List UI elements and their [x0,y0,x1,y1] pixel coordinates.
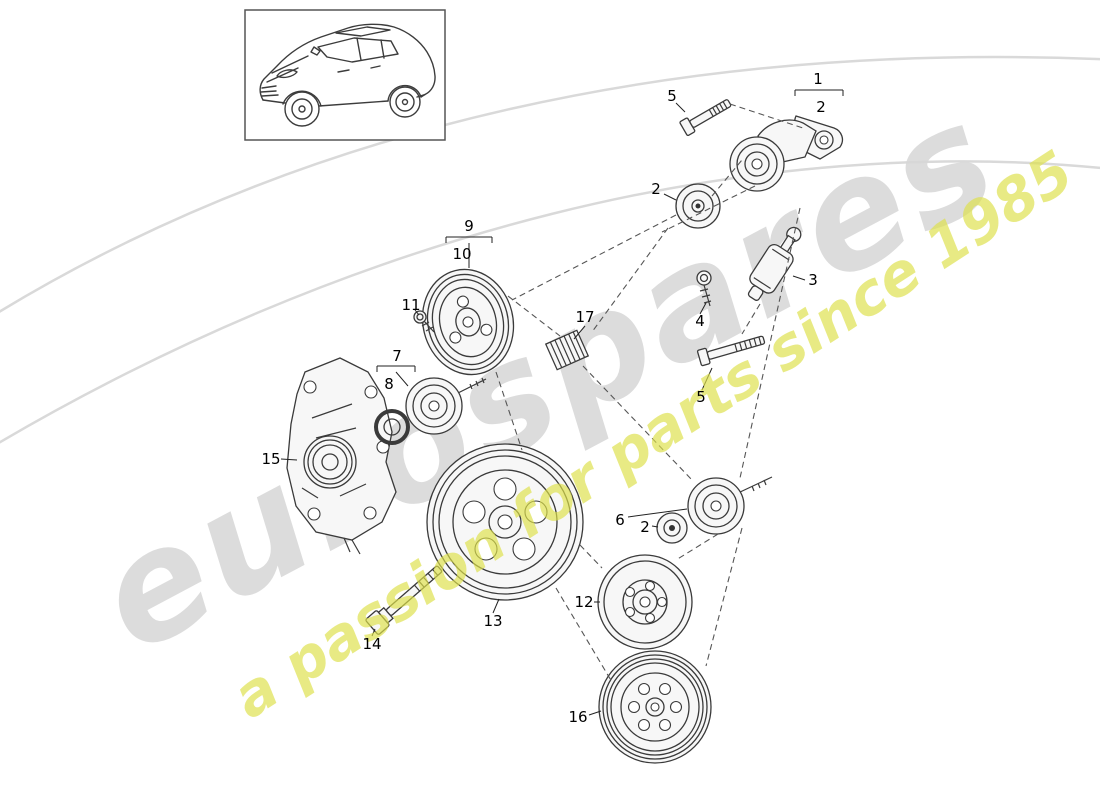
callout-1[interactable]: 1 [813,70,823,88]
callout-14[interactable]: 14 [362,635,381,653]
callout-labels: 1 2 5 2 3 4 5 9 10 11 7 8 17 15 6 2 12 1… [261,70,825,726]
callout-11[interactable]: 11 [401,296,420,314]
callout-4[interactable]: 4 [695,312,705,330]
part-belt-17 [544,329,590,371]
callout-5b[interactable]: 5 [696,388,706,406]
callout-10[interactable]: 10 [452,245,471,263]
part-alternator-bracket [286,357,397,555]
part-belt-tensioner [729,115,844,192]
part-bolt-5-top [679,99,732,137]
vehicle-car-drawing [259,23,436,127]
part-idler-pulley-6 [687,476,773,535]
part-idler-pulley-7 [405,377,487,435]
callout-9[interactable]: 9 [464,217,474,235]
callout-5a[interactable]: 5 [667,87,677,105]
watermark-brand-text: eurospares [70,69,1024,687]
part-idler-pulley-upper [675,183,721,229]
part-bolt-5-lower [696,335,766,367]
callout-2c[interactable]: 2 [640,518,650,536]
callout-6[interactable]: 6 [615,511,625,529]
part-bolt-14 [365,565,443,635]
part-tensioner-damper [747,226,802,301]
vehicle-thumbnail [244,9,446,141]
part-water-pump-pulley [421,268,515,376]
callout-8[interactable]: 8 [384,375,394,393]
callout-leader-lines [280,89,844,716]
callout-15[interactable]: 15 [261,450,280,468]
callout-7[interactable]: 7 [392,347,402,365]
part-compressor-pulley [598,650,712,764]
belt-routing-lines [495,103,807,683]
callout-3[interactable]: 3 [808,271,818,289]
part-pulley-12 [597,554,693,650]
watermark-swoosh [0,55,1100,444]
callout-2a[interactable]: 2 [816,98,826,116]
part-bolt-11 [413,310,435,333]
callout-12[interactable]: 12 [574,593,593,611]
part-bolt-4 [696,270,712,307]
callout-2b[interactable]: 2 [651,180,661,198]
callout-17[interactable]: 17 [575,308,594,326]
part-seal-8 [374,409,410,445]
part-crankshaft-pulley [426,443,584,601]
callout-13[interactable]: 13 [483,612,502,630]
part-washer-2 [656,512,688,544]
callout-16[interactable]: 16 [568,708,587,726]
